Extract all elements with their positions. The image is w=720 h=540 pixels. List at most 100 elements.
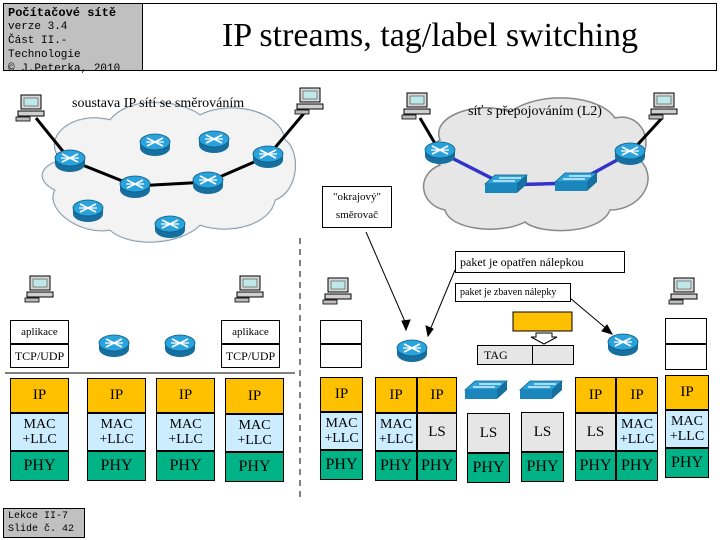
stack-mac: MAC+LLC [665, 410, 709, 448]
mac-line2: +LLC [619, 432, 655, 447]
stack-phy: PHY [521, 452, 564, 482]
mac-line2: +LLC [378, 432, 414, 447]
tag-arrow [512, 311, 573, 345]
mac-line1: MAC [238, 418, 271, 433]
stack-phy: PHY [156, 451, 215, 481]
stack-mac: MAC+LLC [10, 413, 69, 451]
stack-ip: IP [375, 377, 417, 413]
computer-icon [294, 87, 324, 115]
stack-mac: MAC+LLC [320, 412, 363, 450]
stack-empty [665, 344, 707, 370]
edge-router-icon [607, 333, 639, 357]
stack-empty [665, 318, 707, 344]
stack-ls: LS [575, 413, 616, 451]
stack-ls: LS [467, 413, 510, 453]
tag-box: TAG [477, 345, 574, 365]
slide-title: IP streams, tag/label switching [221, 17, 639, 54]
computer-icon [668, 277, 698, 305]
edge-router-icon [614, 142, 646, 166]
edge-router-icon [424, 141, 456, 165]
computer-icon [401, 92, 431, 120]
router-icon [139, 133, 171, 157]
router-icon [252, 145, 284, 169]
mac-line1: MAC [169, 417, 202, 432]
tag-label: TAG [484, 347, 508, 362]
title-frame [143, 3, 717, 71]
stack-mac: MAC+LLC [616, 413, 658, 451]
stack-ip: IP [665, 375, 709, 410]
stack-phy: PHY [225, 452, 284, 482]
label-applied-callout: paket je opatřen nálepkou [455, 251, 625, 273]
mac-line2: +LLC [168, 432, 203, 447]
computer-icon [24, 275, 54, 303]
stack-phy: PHY [665, 448, 709, 478]
router-icon [119, 175, 151, 199]
stack-empty [320, 344, 362, 368]
mac-line1: MAC [100, 417, 133, 432]
mac-line2: +LLC [237, 433, 272, 448]
tag-divider [532, 345, 533, 365]
stack-ls: LS [417, 413, 457, 451]
label-removed-callout: paket je zbaven nálepky [455, 283, 571, 302]
stack-empty [320, 320, 362, 344]
stack-phy: PHY [467, 453, 510, 483]
mac-line1: MAC [671, 414, 703, 429]
computer-icon [648, 92, 678, 120]
mac-line1: MAC [23, 417, 56, 432]
edge-router-icon [396, 339, 428, 363]
stack-transport: TCP/UDP [10, 344, 69, 368]
stack-phy: PHY [575, 451, 616, 481]
router-icon [98, 334, 130, 358]
routed-network-label: soustava IP sítí se směrováním [72, 96, 245, 111]
stack-ip: IP [225, 378, 284, 414]
version: verze 3.4 [8, 21, 68, 33]
stack-mac: MAC+LLC [375, 413, 417, 451]
mac-line2: +LLC [669, 429, 705, 444]
stack-phy: PHY [87, 451, 146, 481]
stack-ip: IP [10, 378, 69, 413]
switch-icon [519, 380, 563, 400]
stack-ip: IP [320, 377, 363, 412]
stack-phy: PHY [10, 451, 69, 481]
router-icon [192, 171, 224, 195]
edge-router-callout: "okrajový" směrovač [322, 186, 392, 228]
slide-info: Lekce II-7 Slide č. 42 [3, 508, 85, 538]
stack-mac: MAC+LLC [87, 413, 146, 451]
stack-phy: PHY [616, 451, 658, 481]
mac-line2: +LLC [324, 431, 359, 446]
stack-phy: PHY [320, 450, 363, 480]
router-icon [54, 149, 86, 173]
stack-mac: MAC+LLC [225, 414, 284, 452]
stack-phy: PHY [417, 451, 457, 481]
slide-number: Slide č. 42 [8, 524, 75, 535]
stack-app: aplikace [221, 320, 280, 344]
course-info: Počítačové sítě verze 3.4 Část II.-Techn… [3, 3, 143, 75]
switched-network-cloud [423, 97, 649, 232]
stack-mac: MAC+LLC [156, 413, 215, 451]
router-icon [198, 130, 230, 154]
mac-line2: +LLC [99, 432, 134, 447]
computer-icon [15, 94, 45, 122]
stack-phy: PHY [375, 451, 417, 481]
mac-line1: MAC [380, 417, 412, 432]
stack-ip: IP [87, 378, 146, 413]
course-name: Počítačové sítě [8, 6, 117, 20]
stack-ip: IP [616, 377, 658, 413]
stack-ip: IP [417, 377, 457, 413]
stack-ls: LS [521, 412, 564, 452]
callout-arrows [365, 231, 614, 338]
stack-transport: TCP/UDP [221, 344, 280, 368]
stack-app: aplikace [10, 320, 69, 344]
router-icon [72, 199, 104, 223]
lesson-number: Lekce II-7 [8, 511, 69, 522]
mac-line1: MAC [325, 416, 358, 431]
copyright: © J.Peterka, 2010 [8, 63, 121, 75]
switched-network-label: síť s přepojováním (L2) [468, 104, 602, 119]
router-icon [154, 215, 186, 239]
computer-icon [322, 277, 352, 305]
stack-ip: IP [156, 378, 215, 413]
stack-ip: IP [575, 377, 616, 413]
edge-router-line2: směrovač [335, 209, 379, 221]
switch-icon [464, 380, 508, 400]
